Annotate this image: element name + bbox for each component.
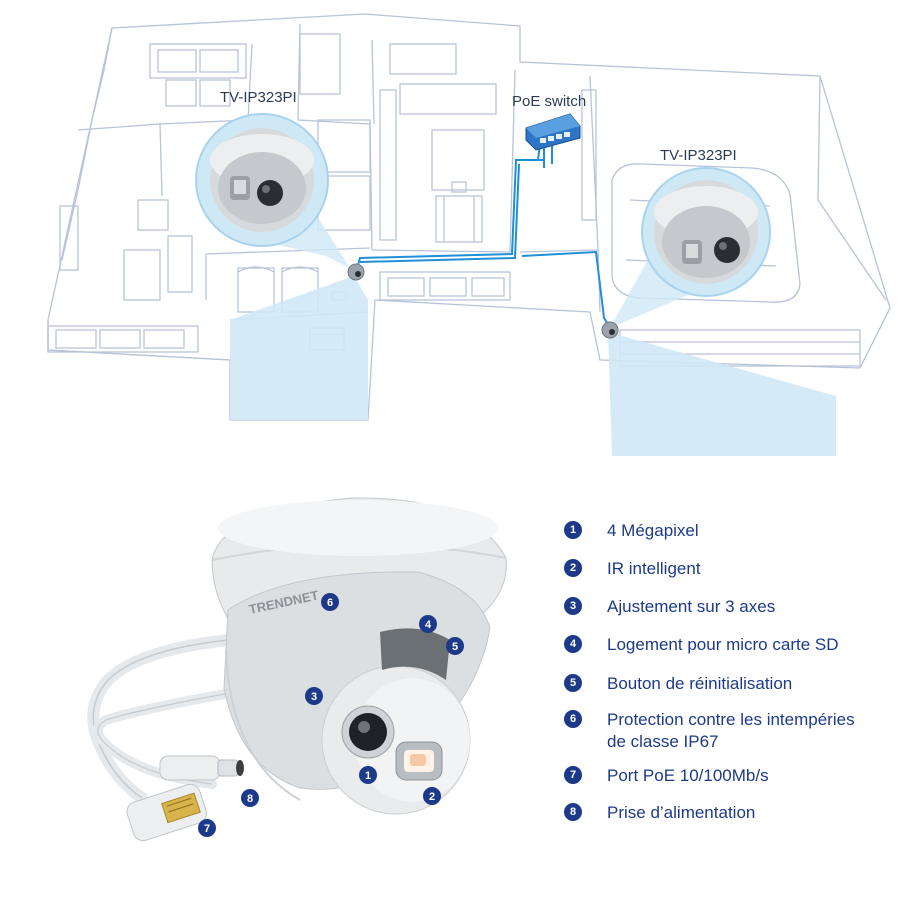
feature-item: 4 Logement pour micro carte SD <box>564 634 839 656</box>
feature-text: IR intelligent <box>607 559 701 578</box>
feature-number-badge: 5 <box>564 674 582 692</box>
callout-7: 7 <box>198 819 216 837</box>
camera-field-of-view <box>230 276 836 456</box>
callout-4: 4 <box>419 615 437 633</box>
feature-text: Port PoE 10/100Mb/s <box>607 766 769 785</box>
callout-6: 6 <box>321 593 339 611</box>
feature-item: 8 Prise d’alimentation <box>564 802 755 824</box>
feature-item: 7 Port PoE 10/100Mb/s <box>564 765 769 787</box>
feature-text: 4 Mégapixel <box>607 521 699 540</box>
callout-3: 3 <box>305 687 323 705</box>
camera-left-callout <box>195 113 365 281</box>
svg-text:7: 7 <box>204 823 210 835</box>
camera-right-label: TV-IP323PI <box>660 147 737 164</box>
camera-left-label: TV-IP323PI <box>220 89 297 106</box>
callout-1: 1 <box>359 766 377 784</box>
svg-text:1: 1 <box>365 770 371 782</box>
feature-item: 6 Protection contre les intempéries de c… <box>564 709 867 753</box>
feature-item: 1 4 Mégapixel <box>564 520 699 542</box>
svg-text:3: 3 <box>311 691 317 703</box>
feature-item: 5 Bouton de réinitialisation <box>564 673 792 695</box>
callout-5: 5 <box>446 637 464 655</box>
feature-number-badge: 4 <box>564 635 582 653</box>
callout-8: 8 <box>241 789 259 807</box>
feature-number-badge: 3 <box>564 597 582 615</box>
camera-right-callout <box>601 167 771 339</box>
product-callouts: 1 2 3 4 5 6 7 8 <box>198 593 464 837</box>
feature-text: Prise d’alimentation <box>607 803 756 822</box>
feature-item: 2 IR intelligent <box>564 558 701 580</box>
svg-text:2: 2 <box>429 791 435 803</box>
svg-text:4: 4 <box>425 619 432 631</box>
svg-text:6: 6 <box>327 597 333 609</box>
feature-item: 3 Ajustement sur 3 axes <box>564 596 775 618</box>
feature-text: Ajustement sur 3 axes <box>607 597 776 616</box>
feature-text: Bouton de réinitialisation <box>607 674 793 693</box>
feature-text: Logement pour micro carte SD <box>607 635 839 654</box>
poe-cables <box>355 142 613 331</box>
poe-switch <box>525 113 581 151</box>
svg-text:8: 8 <box>247 793 253 805</box>
feature-number-badge: 2 <box>564 559 582 577</box>
camera-product: TRENDNET <box>87 497 507 842</box>
feature-number-badge: 6 <box>564 710 582 728</box>
callout-2: 2 <box>423 787 441 805</box>
feature-number-badge: 1 <box>564 521 582 539</box>
svg-text:5: 5 <box>452 641 458 653</box>
feature-number-badge: 7 <box>564 766 582 784</box>
feature-number-badge: 8 <box>564 803 582 821</box>
poe-switch-label: PoE switch <box>512 93 586 110</box>
feature-text: Protection contre les intempéries de cla… <box>607 710 855 751</box>
